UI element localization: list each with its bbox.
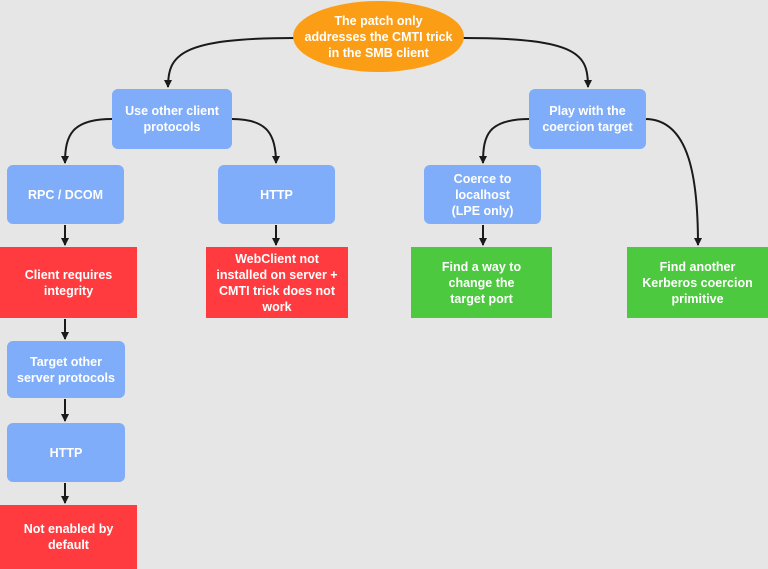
arrow-play-coercion-to-kerberos <box>644 118 702 246</box>
arrow-use-other-client-to-http <box>231 118 280 164</box>
rpc-dcom-node: RPC / DCOM <box>7 165 124 224</box>
play-coercion-node: Play with the coercion target <box>529 89 646 149</box>
change-port-node: Find a way to change the target port <box>411 247 552 318</box>
arrow-root-to-use-other-client <box>164 37 296 88</box>
client-integrity-node: Client requires integrity <box>0 247 137 318</box>
not-enabled-node: Not enabled by default <box>0 505 137 569</box>
coerce-localhost-node: Coerce to localhost (LPE only) <box>424 165 541 224</box>
arrow-root-to-play-coercion <box>462 37 592 88</box>
root-node: The patch only addresses the CMTI trick … <box>293 1 464 72</box>
arrow-use-other-client-to-rpc <box>61 118 113 164</box>
http-server-node: HTTP <box>7 423 125 482</box>
kerberos-node: Find another Kerberos coercion primitive <box>627 247 768 318</box>
target-server-node: Target other server protocols <box>7 341 125 398</box>
use-other-client-node: Use other client protocols <box>112 89 232 149</box>
arrow-play-coercion-to-localhost <box>479 118 531 164</box>
http-client-node: HTTP <box>218 165 335 224</box>
webclient-node: WebClient not installed on server + CMTI… <box>206 247 348 318</box>
